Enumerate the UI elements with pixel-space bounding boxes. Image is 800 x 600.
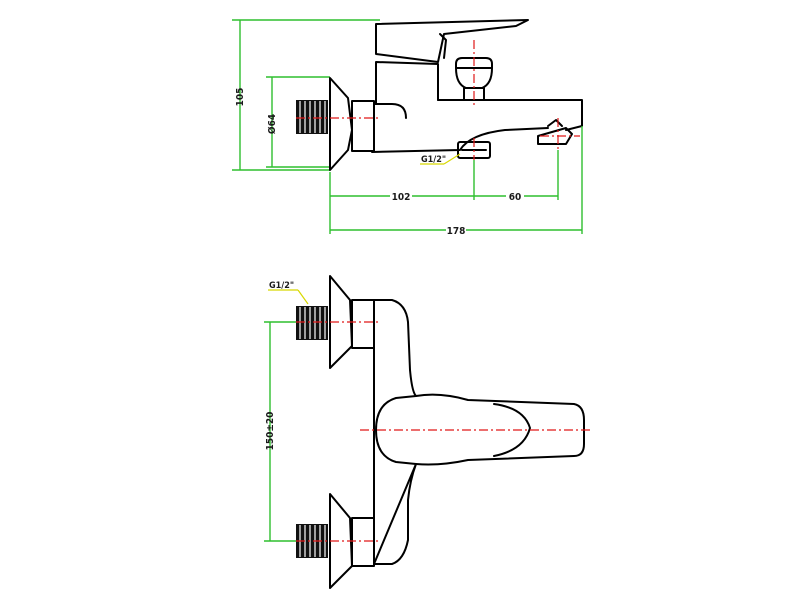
spacing-dimension: 150±20 <box>264 321 296 542</box>
length-dimensions: 102 60 178 <box>329 126 583 237</box>
thread-annotation-side: G1/2" <box>420 153 461 165</box>
diameter-dimension: Ø64 <box>266 76 330 168</box>
outlet-nozzle-side <box>537 127 573 145</box>
outlet-hook-side <box>547 119 563 127</box>
spacing-label: 150±20 <box>265 412 276 451</box>
total-length-label: 178 <box>447 226 466 237</box>
lever-cap-side <box>439 33 447 59</box>
height-dimension: 105 <box>232 19 380 171</box>
mixer-body-top <box>373 299 417 565</box>
thread-annotation-top: G1/2" <box>268 281 309 305</box>
thread-label-side: G1/2" <box>421 155 446 165</box>
lever-handle-side <box>375 19 529 63</box>
body-column-side <box>375 61 439 105</box>
spout-side <box>371 99 583 153</box>
spout-top <box>375 393 585 466</box>
valve-body-side <box>373 103 407 119</box>
length-b-label: 60 <box>509 192 522 203</box>
spout-lever-edge-top <box>493 403 531 457</box>
flange-collar-side <box>351 100 375 152</box>
wall-flange-side <box>329 77 353 171</box>
flange-collar-upper <box>351 299 375 349</box>
inlet-thread-side <box>296 100 328 134</box>
diameter-label: Ø64 <box>266 114 278 134</box>
thread-label-top: G1/2" <box>269 281 294 291</box>
length-a-label: 102 <box>392 192 411 203</box>
height-label: 105 <box>235 88 246 107</box>
flange-collar-lower <box>351 517 375 567</box>
top-view: G1/2" 150±20 <box>264 275 590 589</box>
inlet-thread-lower <box>296 524 328 558</box>
inlet-thread-upper <box>296 306 328 340</box>
side-view: 105 Ø64 <box>232 19 583 237</box>
